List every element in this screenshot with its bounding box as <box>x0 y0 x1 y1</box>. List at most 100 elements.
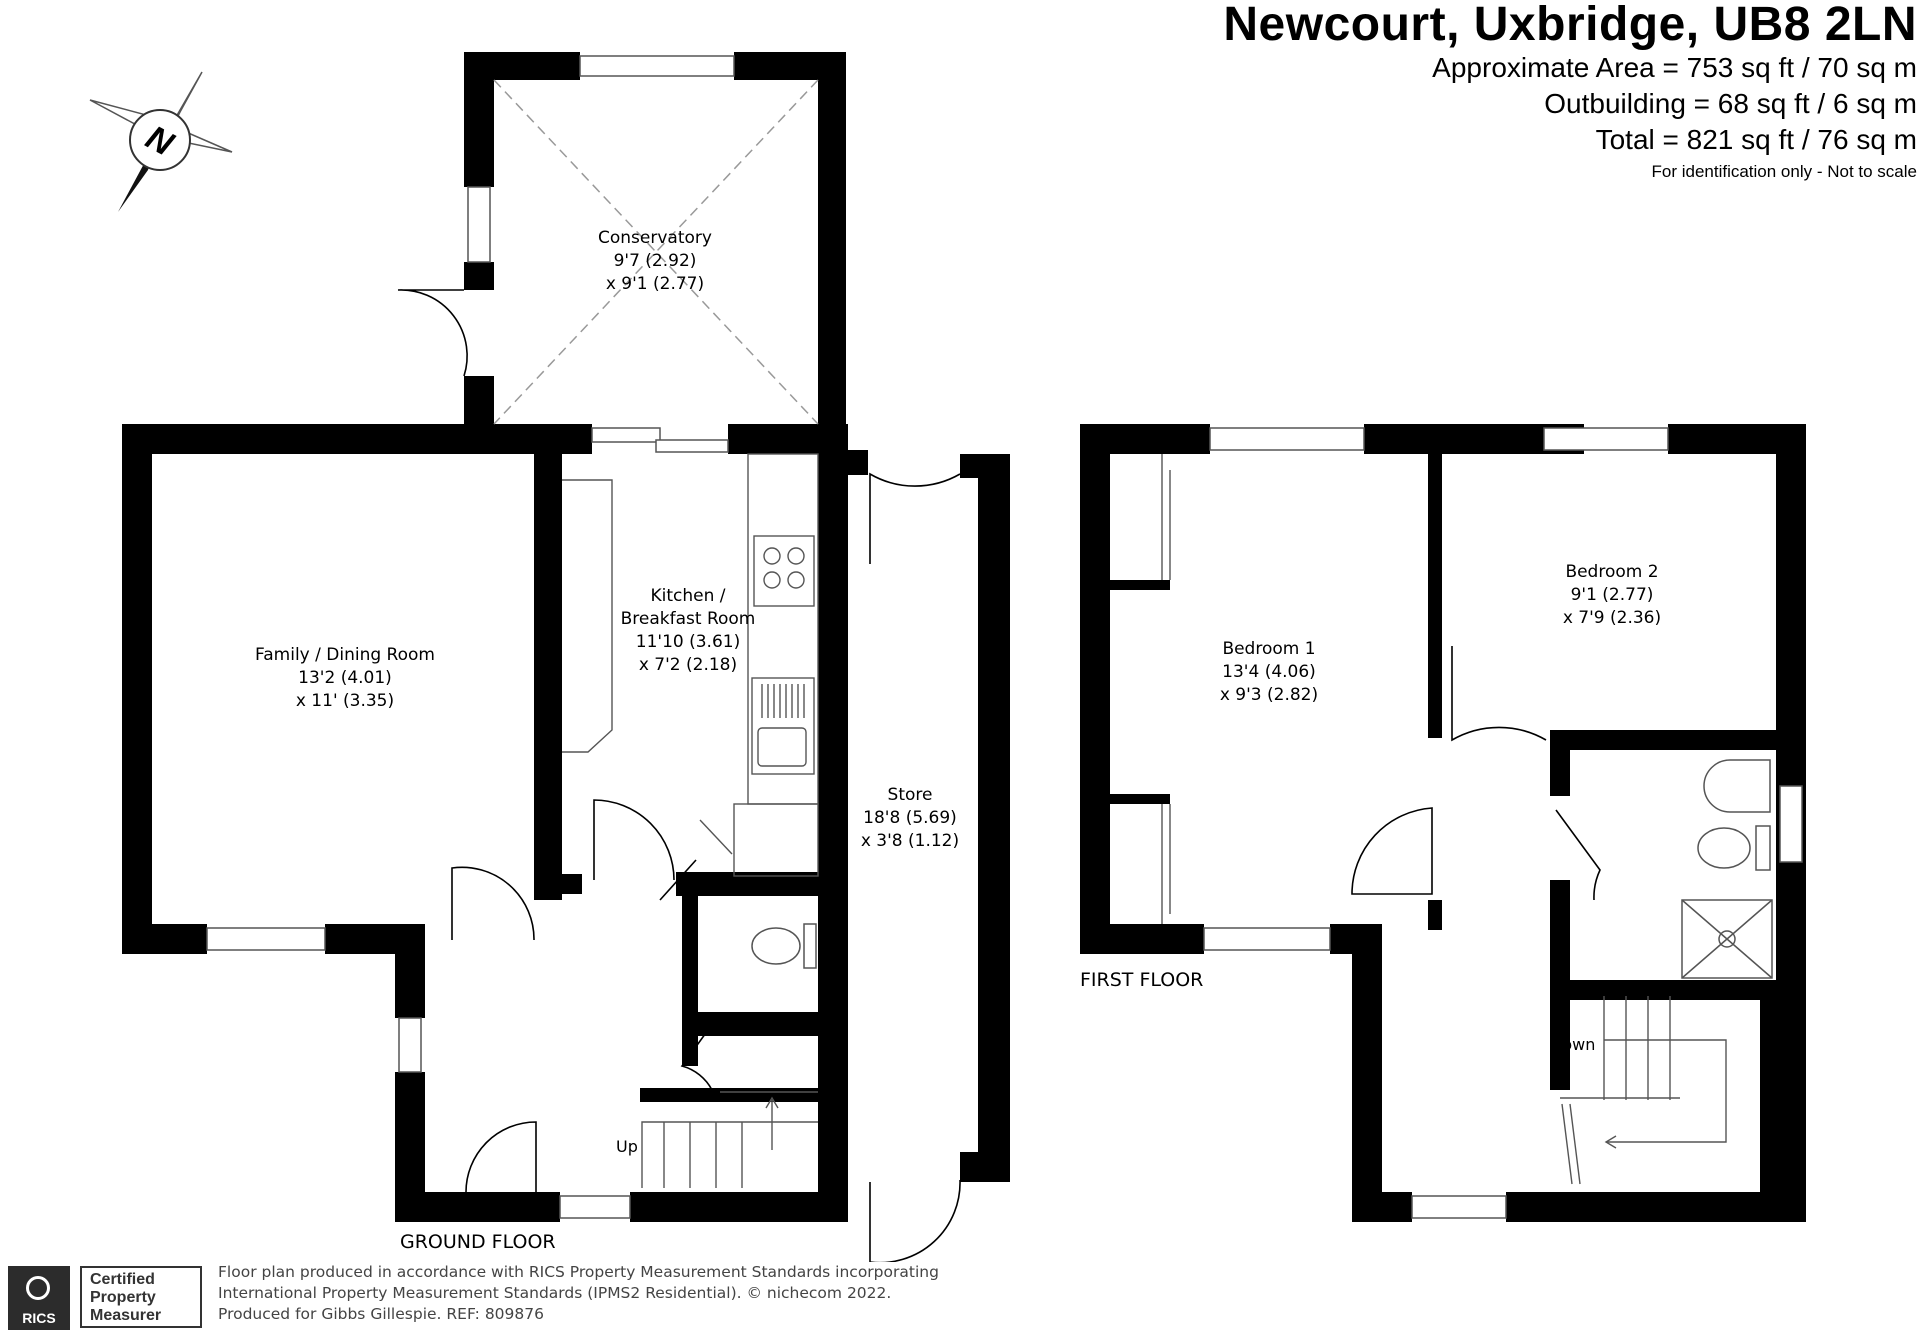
appliance <box>733 803 819 877</box>
wall <box>1352 1192 1412 1222</box>
bathroom-fittings <box>1681 759 1773 979</box>
room-label-line: x 7'9 (2.36) <box>1563 608 1661 628</box>
room-label-line: 9'1 (2.77) <box>1571 585 1654 605</box>
breakfast-bar <box>562 479 613 753</box>
room-label-line: Bedroom 1 <box>1222 639 1315 659</box>
credit-line: Produced for Gibbs Gillespie. REF: 80987… <box>218 1305 544 1323</box>
wall <box>1352 940 1382 1222</box>
window <box>206 927 326 951</box>
store-label: Store 18'8 (5.69) x 3'8 (1.12) <box>861 785 959 851</box>
wall <box>464 52 494 187</box>
bedroom-1-label: Bedroom 1 13'4 (4.06) x 9'3 (2.82) <box>1220 639 1318 705</box>
rics-logo: RICS <box>8 1266 70 1330</box>
wall <box>1550 730 1570 796</box>
first-floor-doors <box>1351 646 1601 901</box>
wall <box>682 1036 698 1066</box>
rics-lion-icon <box>26 1276 50 1300</box>
wall <box>464 376 494 426</box>
wall <box>818 52 846 452</box>
outbuilding-area: Outbuilding = 68 sq ft / 6 sq m <box>1544 88 1917 119</box>
wall <box>122 424 592 454</box>
credits-text: Floor plan produced in accordance with R… <box>218 1262 939 1325</box>
certified-property-measurer-badge: Certified Property Measurer <box>80 1266 202 1328</box>
door-swing <box>869 1179 961 1262</box>
ground-floor-windows <box>206 55 735 1219</box>
first-stairs-label: Down <box>1550 1035 1595 1054</box>
door-swing <box>451 866 535 941</box>
window <box>579 55 735 77</box>
room-label-line: x 9'1 (2.77) <box>606 274 704 294</box>
wall <box>848 450 868 475</box>
sink-icon <box>751 677 815 775</box>
door-swing <box>593 799 675 881</box>
wall <box>1428 900 1442 930</box>
shower-icon <box>1681 899 1773 979</box>
window <box>655 439 729 453</box>
conservatory-roof-lines <box>493 79 819 425</box>
window <box>467 186 491 263</box>
window <box>591 427 661 443</box>
wall <box>1110 580 1170 590</box>
property-title: Newcourt, Uxbridge, UB8 2LN <box>1223 0 1917 51</box>
wall <box>818 424 848 1222</box>
basin-icon <box>1703 759 1771 813</box>
ground-stairs-label: Up <box>616 1137 638 1156</box>
wall <box>1550 880 1570 1000</box>
wall <box>1760 1000 1776 1200</box>
header: Newcourt, Uxbridge, UB8 2LN Approximate … <box>1223 0 1917 186</box>
wall <box>630 1192 848 1222</box>
footer: RICS Certified Property Measurer Floor p… <box>8 1262 1108 1332</box>
hob-icon <box>753 535 815 607</box>
window <box>559 1195 631 1219</box>
credit-line: Floor plan produced in accordance with R… <box>218 1263 939 1281</box>
first-floor-plan <box>1080 424 1806 1222</box>
room-label-line: Bedroom 2 <box>1565 562 1658 582</box>
room-label-line: Family / Dining Room <box>255 645 435 665</box>
ground-floor-plan <box>122 52 1010 1222</box>
first-floor-windows <box>1203 427 1803 1219</box>
wardrobe-doors <box>1161 454 1171 924</box>
approximate-area: Approximate Area = 753 sq ft / 70 sq m <box>1432 52 1917 83</box>
room-label-line: x 9'3 (2.82) <box>1220 685 1318 705</box>
wall <box>1550 730 1776 750</box>
bedroom-2-label: Bedroom 2 9'1 (2.77) x 7'9 (2.36) <box>1563 562 1661 628</box>
door-swing <box>1555 809 1601 901</box>
ground-floor-doors <box>397 289 961 1262</box>
room-label-line: x 3'8 (1.12) <box>861 831 959 851</box>
rics-logo-text: RICS <box>22 1310 56 1326</box>
window <box>1779 785 1803 863</box>
wall <box>122 924 207 954</box>
room-label-line: Breakfast Room <box>621 609 756 629</box>
wall <box>395 1192 560 1222</box>
door-swing <box>659 859 713 1091</box>
window <box>1209 427 1365 451</box>
wall <box>1110 794 1170 804</box>
wall <box>960 1152 1010 1182</box>
scale-disclaimer: For identification only - Not to scale <box>1651 162 1917 181</box>
door-swing <box>699 819 733 855</box>
room-label-line: 13'4 (4.06) <box>1222 662 1316 682</box>
door-swing <box>1351 807 1433 895</box>
room-label-line: Store <box>888 785 933 805</box>
toilet-icon <box>1697 827 1751 869</box>
wall <box>1550 980 1776 1000</box>
ground-wc-icon <box>751 923 817 969</box>
room-label-line: 18'8 (5.69) <box>863 808 957 828</box>
door-swing <box>869 472 961 564</box>
ground-floor-label: GROUND FLOOR <box>400 1231 556 1253</box>
window <box>398 1017 422 1073</box>
wall <box>122 424 152 954</box>
first-floor-label: FIRST FLOOR <box>1080 969 1203 991</box>
window <box>1203 927 1331 951</box>
room-label-line: x 7'2 (2.18) <box>639 655 737 675</box>
door-swing <box>1451 646 1547 742</box>
wall <box>978 454 1010 1182</box>
wall <box>562 874 582 894</box>
wall <box>534 454 562 900</box>
wall <box>682 896 698 1026</box>
wall <box>1428 454 1442 738</box>
